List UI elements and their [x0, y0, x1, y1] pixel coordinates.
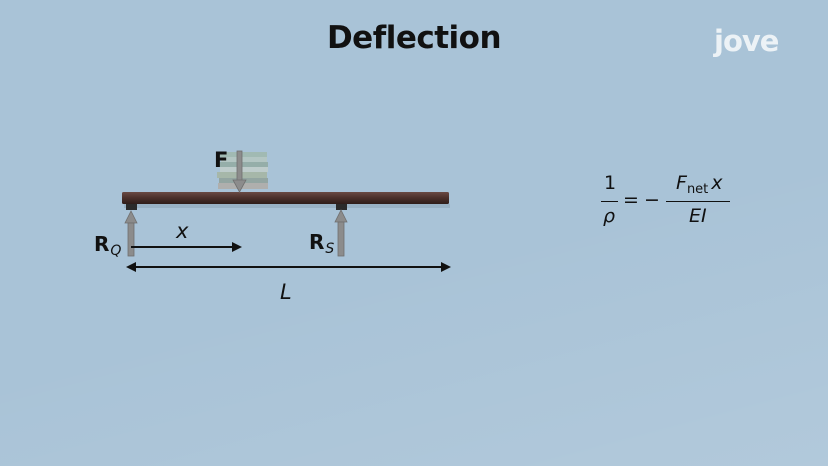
left-support-bracket [126, 204, 137, 210]
formula-force-subscript: net [686, 182, 709, 197]
reaction-s-arrow [334, 209, 348, 257]
reaction-q-subscript: Q [110, 243, 122, 259]
formula-x-symbol: x [711, 172, 723, 194]
formula-minus: − [644, 189, 660, 211]
force-label: F [214, 148, 229, 172]
book [218, 162, 268, 167]
formula-rhs-denominator: EI [689, 205, 707, 227]
formula-lhs-denominator: ρ [603, 205, 616, 227]
book [219, 152, 267, 157]
formula-lhs-fraction-bar [601, 201, 618, 202]
reaction-s-subscript: S [325, 241, 335, 257]
book [220, 167, 268, 172]
reaction-q-label: RQ [94, 232, 122, 259]
l-dimension-arrow [126, 262, 451, 272]
beam-shadow [124, 204, 450, 208]
force-arrow [232, 150, 247, 193]
reaction-q-arrow [124, 210, 138, 257]
beam [122, 192, 449, 204]
formula-force-symbol: F [676, 172, 687, 194]
x-dimension-arrow [131, 242, 242, 252]
reaction-s-symbol: R [309, 230, 325, 254]
formula-rhs-fraction-bar [666, 201, 730, 202]
reaction-q-symbol: R [94, 232, 110, 256]
jove-logo: jove [714, 24, 779, 58]
reaction-s-label: RS [309, 230, 335, 257]
page-title: Deflection [326, 20, 502, 56]
distance-label: x [176, 219, 189, 243]
book [221, 157, 267, 162]
right-support-bracket [336, 204, 347, 210]
formula-lhs-numerator: 1 [604, 172, 617, 194]
formula-equals: = [623, 189, 639, 211]
length-label: L [280, 280, 292, 304]
